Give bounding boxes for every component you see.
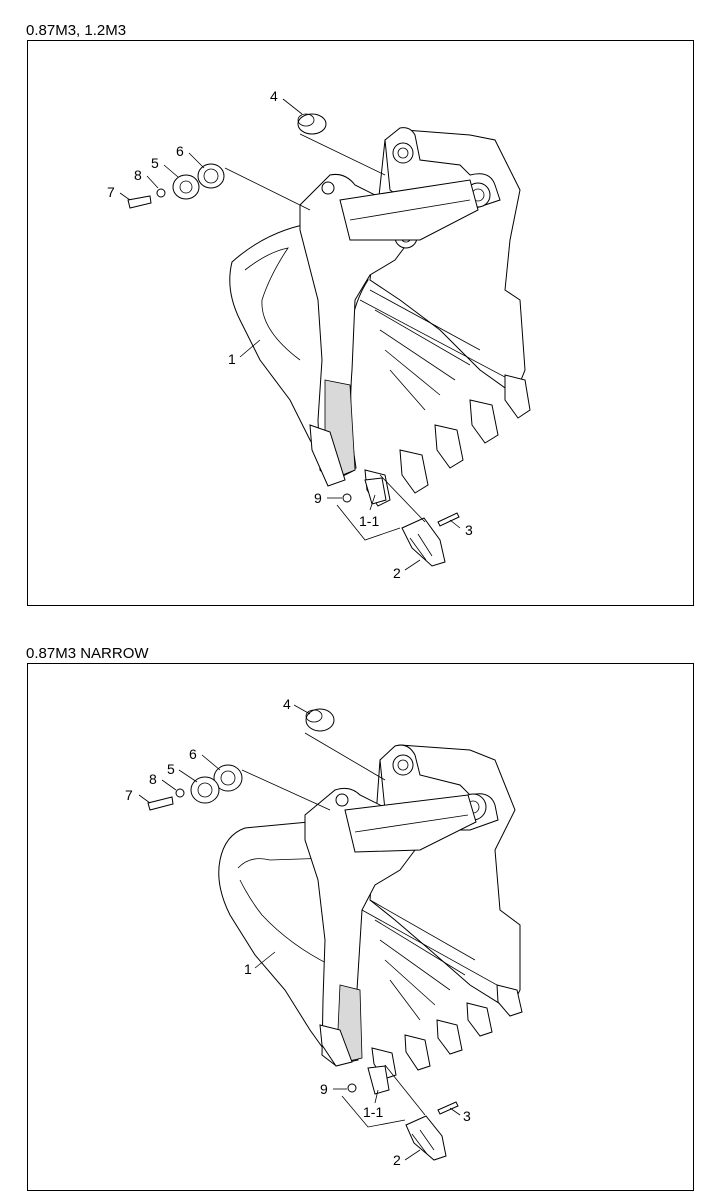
adapter-part-1-1 <box>367 1065 390 1095</box>
pin-part-3 <box>437 512 460 527</box>
callout-1: 1 <box>228 351 236 367</box>
shim-ring-part-6 <box>213 764 243 792</box>
callout-6: 6 <box>176 143 184 159</box>
callout-2: 2 <box>393 565 401 581</box>
callout-9: 9 <box>314 490 322 506</box>
adapter-part-1-1 <box>364 477 387 505</box>
leader-lines-2 <box>138 704 461 1161</box>
diagram-1-caption: 0.87M3, 1.2M3 <box>26 22 127 39</box>
callout-3: 3 <box>465 522 473 538</box>
parts-2 <box>147 708 459 1161</box>
callout-5: 5 <box>167 761 175 777</box>
callout-2: 2 <box>393 1152 401 1168</box>
lock-ring-part-9 <box>347 1083 357 1093</box>
lock-ring-part-9 <box>342 493 352 503</box>
diagram-2-frame <box>27 663 694 1191</box>
callout-7: 7 <box>107 184 115 200</box>
callout-7: 7 <box>125 787 133 803</box>
callouts-1: 4 6 5 8 7 1 9 1-1 3 2 <box>107 88 473 581</box>
callout-8: 8 <box>134 167 142 183</box>
bucket-assembly-2 <box>218 744 523 1080</box>
callout-9: 9 <box>320 1081 328 1097</box>
bolt-part-7 <box>147 796 174 811</box>
bucket-assembly-1 <box>229 127 531 507</box>
bolt-part-7 <box>127 195 152 209</box>
callout-4: 4 <box>283 696 291 712</box>
leader-lines-1 <box>119 98 461 571</box>
callout-5: 5 <box>151 155 159 171</box>
diagram-1-frame <box>27 40 694 606</box>
diagram-2-caption: 0.87M3 NARROW <box>26 645 149 662</box>
callout-6: 6 <box>189 746 197 762</box>
washer-part-8 <box>156 188 166 198</box>
callout-3: 3 <box>463 1108 471 1124</box>
callout-4: 4 <box>270 88 278 104</box>
shim-ring-part-6 <box>197 163 225 189</box>
plate-part-5 <box>190 776 220 804</box>
callout-8: 8 <box>149 771 157 787</box>
callout-1-1: 1-1 <box>363 1104 383 1120</box>
plate-part-5 <box>172 174 200 200</box>
callouts-2: 4 6 5 8 7 1 9 1-1 3 2 <box>125 696 471 1168</box>
teeth-row-1 <box>364 374 531 507</box>
pin-part-3 <box>437 1101 459 1115</box>
parts-1 <box>127 113 460 567</box>
teeth-row-2 <box>371 984 523 1080</box>
washer-part-8 <box>175 788 185 798</box>
callout-1: 1 <box>244 961 252 977</box>
callout-1-1: 1-1 <box>359 513 379 529</box>
